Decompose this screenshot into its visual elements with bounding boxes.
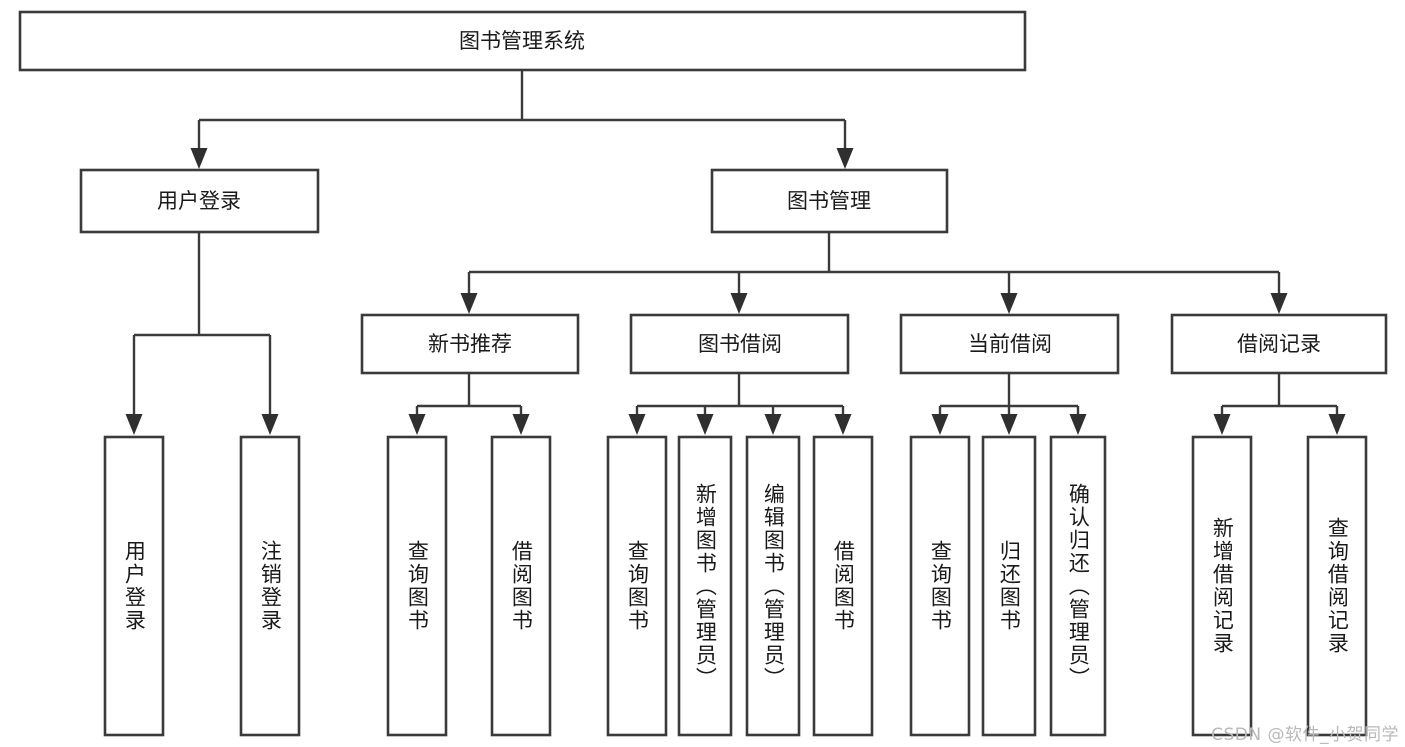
leaf-box-borrow-query[interactable] (606, 435, 668, 737)
leaf-box-borrow-lend[interactable] (812, 435, 874, 737)
leaf-box-user-login[interactable] (103, 435, 165, 737)
leaf-box-current-query[interactable] (909, 435, 971, 737)
node-borrow-record-label: 借阅记录 (1237, 332, 1321, 356)
node-new-book-recommend-label: 新书推荐 (428, 332, 512, 356)
node-root-label: 图书管理系统 (459, 29, 585, 53)
leaf-box-record-query[interactable] (1306, 435, 1368, 737)
node-user-login[interactable]: 用户登录 (79, 168, 320, 234)
node-book-borrow-label: 图书借阅 (698, 332, 782, 356)
leaf-box-newbook-borrow[interactable] (490, 435, 552, 737)
leaf-box-record-add[interactable] (1191, 435, 1253, 737)
connector-group-currentborrow-to-leaves (931, 373, 1087, 435)
node-borrow-record[interactable]: 借阅记录 (1170, 313, 1388, 375)
node-current-borrow[interactable]: 当前借阅 (899, 313, 1120, 375)
connector-group-bookborrow-to-leaves (628, 373, 852, 435)
node-root[interactable]: 图书管理系统 (18, 10, 1027, 72)
connector-group-userlogin-to-leaves (125, 232, 279, 435)
node-book-borrow[interactable]: 图书借阅 (629, 313, 850, 375)
connector-group-borrowrecord-to-leaves (1213, 373, 1346, 435)
leaf-box-logout[interactable] (239, 435, 301, 737)
node-book-management-label: 图书管理 (787, 189, 871, 213)
leaf-box-current-confirm[interactable] (1049, 435, 1107, 737)
connector-group-newbook-to-leaves (408, 373, 530, 435)
leaf-box-borrow-add[interactable] (677, 435, 733, 737)
connector-group-bookmgmt-to-level3 (460, 232, 1288, 314)
node-user-login-label: 用户登录 (157, 189, 241, 213)
connector-group-root-to-level2 (190, 70, 854, 169)
leaf-box-borrow-edit[interactable] (745, 435, 801, 737)
node-current-borrow-label: 当前借阅 (968, 332, 1052, 356)
watermark-text: CSDN @软件_小贺同学 (1211, 725, 1399, 745)
node-new-book-recommend[interactable]: 新书推荐 (360, 313, 580, 375)
node-book-management[interactable]: 图书管理 (710, 168, 949, 234)
leaf-box-newbook-query[interactable] (386, 435, 448, 737)
leaf-box-current-return[interactable] (981, 435, 1037, 737)
